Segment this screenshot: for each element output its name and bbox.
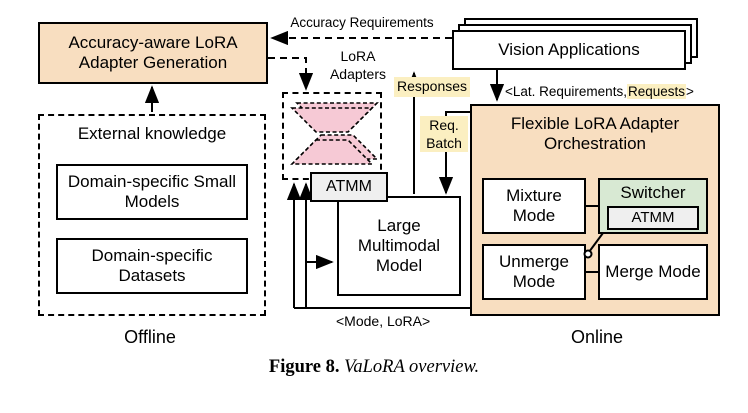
lora-adapters-arrow <box>268 57 314 91</box>
vision-applications-label: Vision Applications <box>498 39 640 59</box>
accuracy-aware-adapter-generation-box: Accuracy-aware LoRA Adapter Generation <box>38 22 268 84</box>
atmm-label: ATMM <box>326 177 372 195</box>
merge-mode-box: Merge Mode <box>598 244 708 300</box>
domain-specific-small-models-box: Domain-specific Small Models <box>56 164 248 220</box>
responses-label: Responses <box>394 77 470 97</box>
lora-adapters-label: LoRA Adapters <box>329 48 387 83</box>
offline-section-label: Offline <box>124 327 176 347</box>
latency-requests-label: <Lat. Requirements,Requests> <box>505 83 694 101</box>
lora-adapter-store-box <box>282 92 382 180</box>
switcher-atmm-label: ATMM <box>631 209 675 227</box>
online-section-label: Online <box>570 327 624 347</box>
switcher-atmm-box: ATMM <box>607 206 699 231</box>
atmm-box: ATMM <box>310 172 388 202</box>
switcher-box: Switcher ATMM <box>598 178 708 234</box>
external-knowledge-title: External knowledge <box>77 124 227 143</box>
orchestration-title: Flexible LoRA Adapter Orchestration <box>510 114 680 154</box>
request-batch-label: Req. Batch <box>420 116 468 153</box>
unmerge-mode-box: Unmerge Mode <box>482 244 586 300</box>
mode-lora-label: <Mode, LoRA> <box>336 312 431 331</box>
latency-requirements-suffix: > <box>686 84 694 99</box>
figure-caption-number: Figure 8. <box>268 357 340 377</box>
unmerge-mode-label: Unmerge Mode <box>499 251 569 291</box>
large-multimodal-model-box: Large Multimodal Model <box>337 196 461 296</box>
accuracy-aware-adapter-generation-label: Accuracy-aware LoRA Adapter Generation <box>68 32 238 72</box>
requests-highlight: Requests <box>626 84 686 99</box>
domain-specific-datasets-box: Domain-specific Datasets <box>56 238 248 294</box>
accuracy-requirements-label: Accuracy Requirements <box>290 15 434 30</box>
merge-mode-label: Merge Mode <box>605 261 701 281</box>
switcher-label: Switcher <box>620 183 686 202</box>
vision-applications-box: Vision Applications <box>452 30 686 70</box>
large-multimodal-model-label: Large Multimodal Model <box>357 215 441 276</box>
latency-requirements-text: <Lat. Requirements, <box>505 84 627 99</box>
mixture-mode-label: Mixture Mode <box>506 185 562 225</box>
figure-caption-text: VaLoRA overview. <box>344 357 480 377</box>
lora-adapter-stack-icon <box>290 102 379 165</box>
mixture-mode-box: Mixture Mode <box>482 178 586 234</box>
figure-caption: Figure 8. VaLoRA overview. <box>0 357 748 378</box>
domain-specific-datasets-label: Domain-specific Datasets <box>91 245 213 285</box>
domain-specific-small-models-label: Domain-specific Small Models <box>67 171 237 211</box>
